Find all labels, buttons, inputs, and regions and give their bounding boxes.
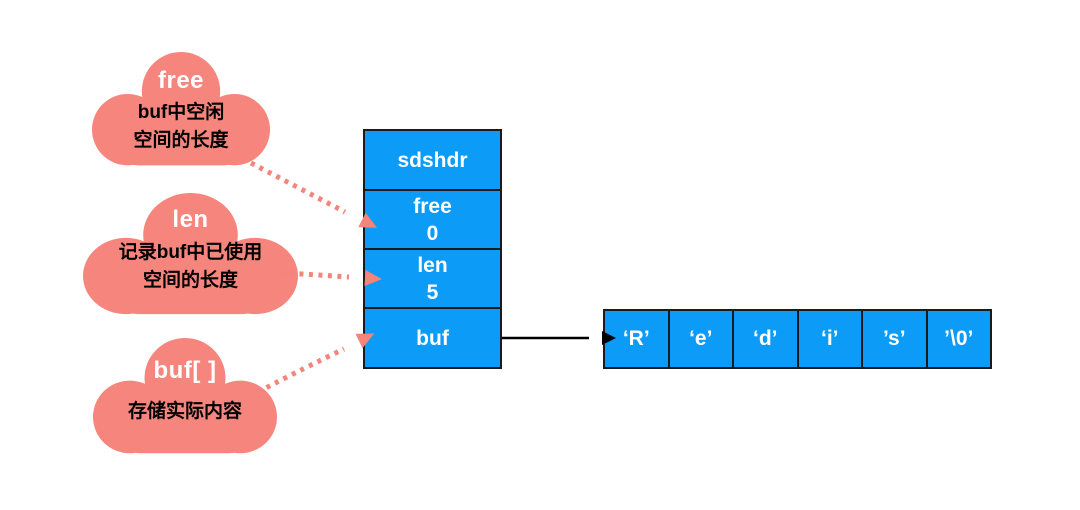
callout-buf-title: buf[ ]: [153, 357, 217, 384]
callout-free-body: buf中空闲 空间的长度: [133, 102, 229, 151]
cloud-icon: [92, 52, 270, 166]
char-array: ‘R’ ‘e’ ‘d’ ‘i’ ’s’ ’\0’: [603, 309, 992, 369]
callout-len-title: len: [172, 206, 209, 233]
sdshdr-struct: sdshdr free 0 len 5 buf: [363, 129, 502, 369]
buf-pointer-arrow: [502, 331, 616, 345]
char-cell-R: ‘R’: [622, 327, 650, 350]
struct-cell-len: len 5: [365, 248, 500, 307]
callout-free: free buf中空闲 空间的长度: [92, 52, 270, 168]
char-cell-null: ’\0’: [925, 311, 991, 367]
callout-buf-body: 存储实际内容: [127, 401, 242, 422]
callout-len-body: 记录buf中已使用 空间的长度: [118, 242, 263, 291]
char-cell-d: ‘d’: [732, 311, 797, 367]
struct-cell-buf: buf: [365, 307, 500, 367]
struct-cell-free: free 0: [365, 189, 500, 248]
struct-cell-sdshdr: sdshdr: [397, 148, 468, 172]
callout-free-title: free: [157, 67, 205, 94]
cloud-icon: [93, 338, 277, 454]
char-cell-i: ‘i’: [796, 311, 862, 367]
callout-len: len 记录buf中已使用 空间的长度: [83, 193, 298, 317]
char-cell-e: ‘e’: [667, 311, 733, 367]
char-cell-s: ’s’: [861, 311, 926, 367]
callout-buf: buf[ ] 存储实际内容: [93, 338, 277, 456]
cloud-icon: [83, 193, 298, 315]
